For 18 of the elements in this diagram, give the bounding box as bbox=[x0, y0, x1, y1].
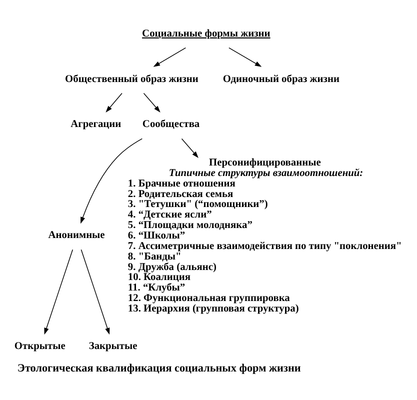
node-text: Одиночный образ жизни bbox=[222, 74, 340, 85]
node-text: Социальные формы жизни bbox=[142, 28, 270, 40]
arrow bbox=[181, 138, 198, 158]
arrow bbox=[143, 92, 160, 112]
node-text: Общественный образ жизни bbox=[65, 74, 198, 85]
node-text: Агрегации bbox=[70, 119, 122, 130]
arrow bbox=[153, 47, 186, 67]
node-text: Персонифицированные Типичные структуры взаимоотношений: 1. Брачные отношения 2. Родительская семья 3. "Тетушки" (“помощники”) 4. “Детские ясли” 5. “Площадки молодняка” 6. “Школы” 7. Ассиметричные взаимодействия по типу "поклонения" 8. "Банды" 9. Дружба (альянс) 10. Коалиция 11. “Клубы” 12. Функциональная группировка 13. Иерархия (групповая структура) bbox=[128, 158, 402, 314]
arrow bbox=[80, 249, 110, 335]
arrow bbox=[80, 138, 143, 224]
node-text: Закрытые bbox=[88, 341, 138, 352]
arrow bbox=[44, 249, 74, 335]
caption: Этологическая квалификация социальных форм жизни bbox=[17, 362, 301, 375]
arrow bbox=[228, 47, 262, 67]
arrow bbox=[106, 92, 122, 112]
node-text: Анонимные bbox=[48, 230, 105, 242]
node-text: Открытые bbox=[14, 341, 66, 352]
node-text: Сообщества bbox=[142, 119, 200, 130]
